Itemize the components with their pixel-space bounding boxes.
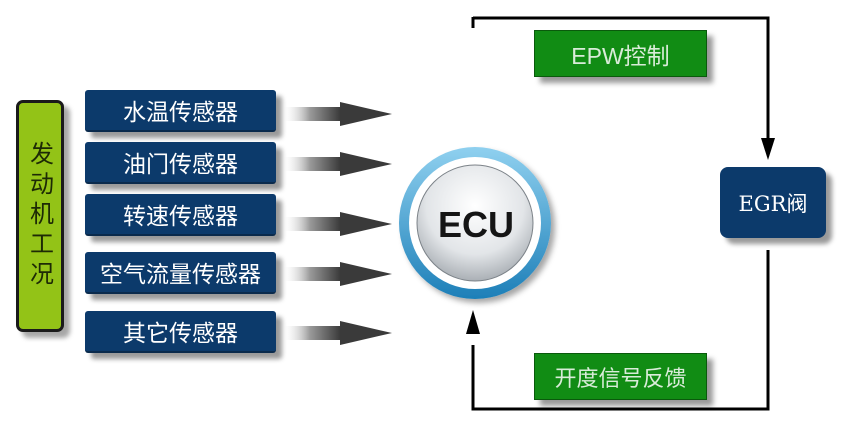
sensor-water-temp: 水温传感器 <box>85 90 276 132</box>
sensor-arrow-5 <box>282 321 392 345</box>
feedback-arrow <box>466 310 480 334</box>
sensor-other: 其它传感器 <box>85 311 276 353</box>
epw-control-box: EPW控制 <box>534 30 707 77</box>
ecu-circle <box>399 147 551 299</box>
egr-valve-box: EGR阀 <box>720 167 826 238</box>
sensor-throttle: 油门传感器 <box>85 142 276 184</box>
sensor-arrow-3 <box>282 212 392 236</box>
sensor-arrow-1 <box>282 102 392 126</box>
engine-condition-label: 发动机工况 <box>25 141 54 291</box>
egr-arrow <box>761 138 775 160</box>
feedback-signal-box: 开度信号反馈 <box>534 353 707 400</box>
ecu-label: ECU <box>437 204 514 245</box>
engine-condition-box: 发动机工况 <box>16 100 64 332</box>
control-loop-lines <box>471 16 770 411</box>
sensor-arrow-2 <box>282 152 392 176</box>
sensor-speed: 转速传感器 <box>85 194 276 236</box>
sensor-arrow-4 <box>282 262 392 286</box>
sensor-air-flow: 空气流量传感器 <box>85 252 276 294</box>
